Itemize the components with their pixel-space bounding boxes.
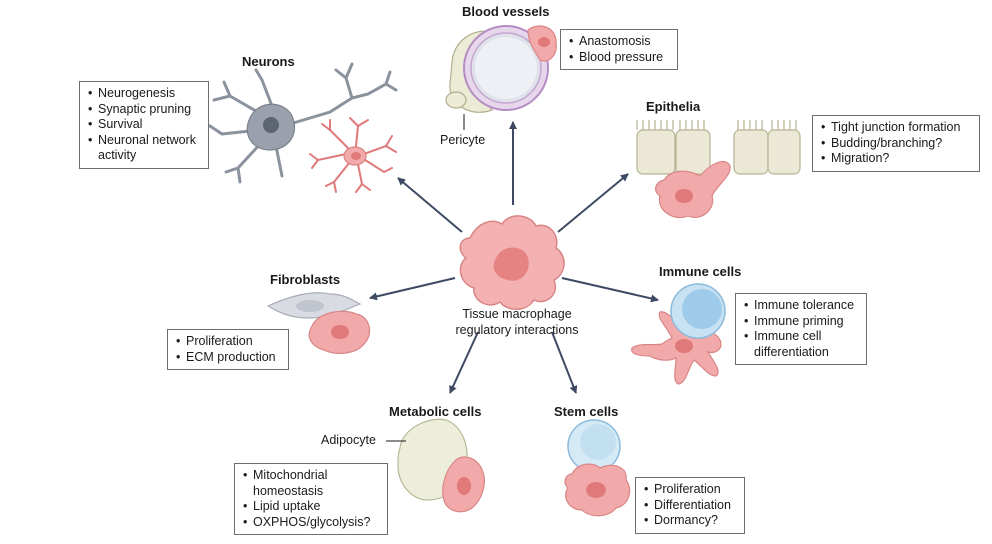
lymphocyte-icon — [670, 283, 726, 339]
immune-cells-list: Immune tolerance Immune priming Immune c… — [744, 298, 858, 360]
arrow-to-immune-cells — [561, 277, 659, 303]
arrow-to-epithelia — [557, 173, 629, 233]
list-item: Neurogenesis — [88, 86, 200, 102]
center-label-line1: Tissue macrophage — [462, 307, 572, 321]
center-label: Tissue macrophage regulatory interaction… — [437, 306, 597, 338]
microglia-icon — [309, 117, 397, 193]
metabolic-cells-box: Mitochondrial homeostasis Lipid uptake O… — [234, 463, 388, 535]
list-item: Lipid uptake — [243, 499, 379, 515]
pericyte-label: Pericyte — [440, 133, 486, 147]
list-item: Migration? — [821, 151, 971, 167]
immune-cells-box: Immune tolerance Immune priming Immune c… — [735, 293, 867, 365]
list-item: Neuronal network — [88, 133, 200, 149]
neuron-icon — [208, 62, 398, 184]
list-item-continued: activity — [98, 148, 137, 162]
list-item: ECM production — [176, 350, 280, 366]
list-item: Synaptic pruning — [88, 102, 200, 118]
metabolic-cells-list: Mitochondrial homeostasis Lipid uptake O… — [243, 468, 379, 530]
arrows — [369, 121, 659, 394]
list-item: Tight junction formation — [821, 120, 971, 136]
epithelium-icon — [636, 120, 801, 175]
epithelia-title: Epithelia — [646, 99, 701, 114]
arrow-to-neurons — [397, 177, 463, 233]
stem-cell-macrophage-icon — [564, 463, 631, 517]
stem-cells-list: Proliferation Differentiation Dormancy? — [644, 482, 736, 529]
epithelial-macrophage-icon — [655, 161, 731, 219]
list-item: Immune priming — [744, 314, 858, 330]
list-item: Blood pressure — [569, 50, 669, 66]
list-item: Survival — [88, 117, 200, 133]
stem-cells-title: Stem cells — [554, 404, 619, 419]
neurons-box: Neurogenesis Synaptic pruning Survival N… — [79, 81, 209, 169]
neuron-body-icon — [246, 103, 296, 151]
list-item: Immune tolerance — [744, 298, 858, 314]
list-item: Anastomosis — [569, 34, 669, 50]
blood-vessels-box: Anastomosis Blood pressure — [560, 29, 678, 70]
list-item-continued: differentiation — [754, 344, 829, 359]
list-item: Mitochondrial — [243, 468, 379, 484]
list-item-continued: homeostasis — [253, 483, 324, 498]
adipocyte-label: Adipocyte — [321, 433, 376, 447]
arrow-to-fibroblasts — [369, 277, 456, 301]
list-item: Dormancy? — [644, 513, 736, 529]
metabolic-cells-title: Metabolic cells — [389, 404, 482, 419]
neurons-title: Neurons — [242, 54, 295, 69]
fibroblasts-box: Proliferation ECM production — [167, 329, 289, 370]
epithelia-list: Tight junction formation Budding/branchi… — [821, 120, 971, 167]
fibroblasts-title: Fibroblasts — [270, 272, 341, 287]
list-item: Proliferation — [644, 482, 736, 498]
blood-vessel-icon — [445, 25, 557, 113]
arrow-to-stem-cells — [551, 331, 578, 394]
stem-cells-box: Proliferation Differentiation Dormancy? — [635, 477, 745, 534]
list-item: Proliferation — [176, 334, 280, 350]
epithelia-box: Tight junction formation Budding/branchi… — [812, 115, 980, 172]
list-item: Budding/branching? — [821, 136, 971, 152]
arrow-to-metabolic-cells — [449, 331, 479, 394]
adipocyte-macrophage-icon — [442, 456, 485, 513]
list-item: Differentiation — [644, 498, 736, 514]
blood-vessels-title: Blood vessels — [462, 4, 550, 19]
immune-cells-title: Immune cells — [659, 264, 742, 279]
neurons-list: Neurogenesis Synaptic pruning Survival N… — [88, 86, 200, 164]
blood-vessels-list: Anastomosis Blood pressure — [569, 34, 669, 65]
list-item: Immune cell — [744, 329, 858, 345]
fibroblast-macrophage-icon — [308, 310, 371, 354]
center-label-line2: regulatory interactions — [455, 323, 579, 337]
central-macrophage-icon — [459, 215, 565, 310]
fibroblasts-list: Proliferation ECM production — [176, 334, 280, 365]
list-item: OXPHOS/glycolysis? — [243, 515, 379, 531]
stem-cell-icon — [567, 419, 621, 473]
